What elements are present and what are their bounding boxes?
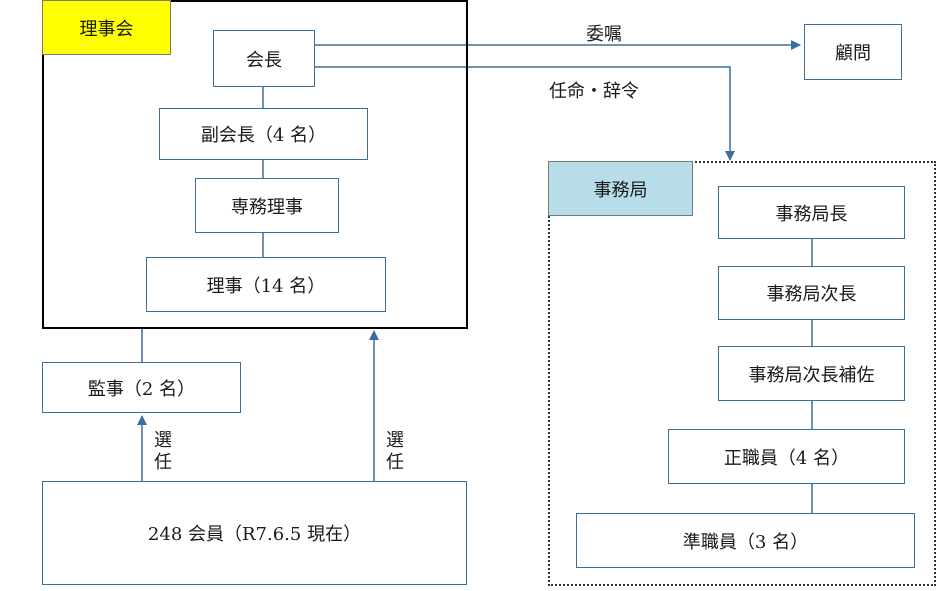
- directors-box: 理事（14 名）: [146, 257, 386, 312]
- office-frame: [548, 161, 936, 586]
- associate-staff-box: 準職員（3 名）: [576, 513, 915, 568]
- arrow-chairman-office: [315, 66, 735, 161]
- commission-label: 委嘱: [586, 24, 622, 45]
- deputy-director-box: 事務局次長: [718, 266, 905, 320]
- assistant-deputy-box: 事務局次長補佐: [718, 346, 905, 401]
- members-box: 248 会員（R7.6.5 現在）: [42, 481, 467, 585]
- chairman-box: 会長: [213, 30, 315, 87]
- elect-label-left: 選任: [154, 430, 172, 473]
- vice-chairmen-box: 副会長（4 名）: [159, 108, 368, 160]
- elect-label-right: 選任: [386, 430, 404, 473]
- managing-director-box: 専務理事: [195, 178, 339, 233]
- board-tag: 理事会: [42, 0, 171, 55]
- director-general-box: 事務局長: [718, 186, 905, 239]
- appoint-label: 任命・辞令: [549, 81, 639, 102]
- board-frame: [42, 0, 468, 329]
- office-tag: 事務局: [548, 161, 693, 216]
- regular-staff-box: 正職員（4 名）: [668, 429, 905, 484]
- advisor-box: 顧問: [804, 24, 902, 80]
- auditors-box: 監事（2 名）: [42, 362, 241, 413]
